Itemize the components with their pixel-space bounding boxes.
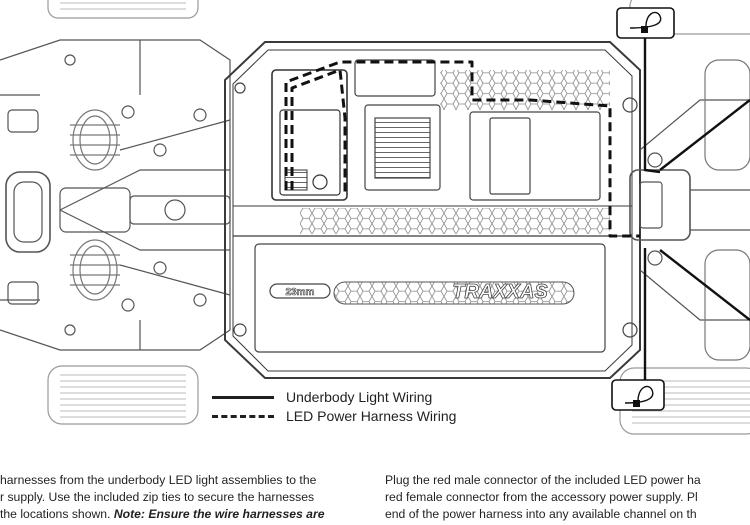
instruction-line: r supply. Use the included zip ties to s… — [0, 490, 315, 504]
legend-row-harness: LED Power Harness Wiring — [212, 408, 472, 427]
instruction-line: harnesses from the underbody LED light a… — [0, 473, 317, 487]
honeycomb-front — [440, 70, 610, 110]
led-power-harness-wiring — [284, 60, 640, 238]
receiver-box — [271, 69, 348, 201]
instructions-left-column: harnesses from the underbody LED light a… — [0, 472, 372, 523]
legend-underbody-label: Underbody Light Wiring — [286, 389, 433, 405]
instructions-right-column: Plug the red male connector of the inclu… — [385, 472, 750, 523]
legend-harness-label: LED Power Harness Wiring — [286, 408, 457, 424]
right-suspension-assembly — [629, 59, 750, 361]
instruction-line: end of the power harness into any availa… — [385, 507, 697, 521]
instruction-line: the locations shown. Note: Ensure the wi… — [0, 506, 372, 523]
solid-line-swatch — [212, 396, 274, 399]
underbody-light-wiring — [622, 12, 750, 402]
front-bulkhead — [233, 59, 638, 338]
size-mark: 23mm — [286, 287, 315, 298]
honeycomb-mid — [300, 208, 610, 234]
chassis-tub — [224, 41, 641, 379]
left-suspension-assembly — [0, 39, 231, 351]
battery-compartment — [254, 243, 606, 353]
motor-mount — [469, 111, 601, 201]
legend-row-underbody: Underbody Light Wiring — [212, 389, 472, 408]
dashed-line-swatch — [212, 415, 274, 418]
instruction-line: Plug the red male connector of the inclu… — [385, 473, 701, 487]
instruction-line: red female connector from the accessory … — [385, 490, 698, 504]
esc-heatsink — [364, 104, 441, 191]
instruction-note: Note: Ensure the wire harnesses are — [113, 507, 325, 521]
wiring-legend: Underbody Light Wiring LED Power Harness… — [212, 389, 472, 427]
brand-mark: TRAXXAS — [452, 281, 548, 303]
honeycomb-grip — [333, 281, 575, 305]
chassis-wiring-diagram: 23mm TRAXXAS — [0, 0, 750, 435]
rear-left-wheel — [47, 365, 199, 425]
zip-tie-callout-bottom — [611, 379, 665, 411]
front-left-wheel — [47, 0, 199, 19]
instruction-text: the locations shown. — [0, 507, 114, 521]
zip-tie-callout-top — [616, 7, 675, 39]
